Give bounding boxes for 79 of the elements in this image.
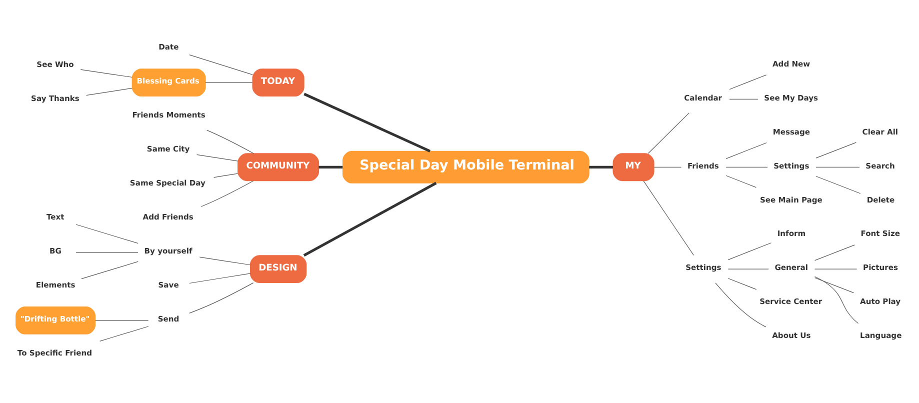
connector [214, 173, 238, 178]
connector [643, 180, 694, 256]
node-text: Add Friends [142, 212, 194, 222]
node-text: Date [158, 42, 179, 52]
node-text: Text [46, 212, 64, 222]
connector [303, 182, 437, 257]
connector [816, 166, 860, 168]
connector [189, 282, 254, 314]
node-box: COMMUNITY [238, 153, 320, 182]
connector [100, 326, 149, 342]
connector [206, 130, 254, 154]
connector [189, 54, 253, 76]
connector [86, 88, 132, 96]
node-text: See My Days [764, 93, 818, 102]
node-text: About Us [772, 331, 811, 340]
node-text: Friends [688, 161, 719, 170]
node-text: Search [866, 161, 895, 170]
node-text: General [774, 263, 808, 272]
node-text: See Main Page [760, 195, 822, 204]
connector [728, 278, 757, 290]
connector [76, 224, 138, 244]
node-text: Settings [774, 161, 810, 170]
connector [728, 268, 769, 270]
connector [76, 252, 138, 253]
node-text: Add New [772, 59, 810, 68]
node-box: MY [612, 153, 654, 182]
connector [200, 180, 254, 207]
node-text: Language [860, 331, 902, 340]
node-box: "Drifting Bottle" [16, 306, 96, 334]
node-box: TODAY [252, 68, 304, 97]
connector [715, 282, 766, 328]
node-text: Pictures [863, 263, 898, 272]
connector [589, 166, 613, 168]
connector [80, 69, 132, 78]
node-text: Save [158, 280, 179, 290]
node-text: Elements [36, 280, 76, 290]
connector [814, 244, 855, 261]
node-text: Calendar [684, 93, 722, 102]
connector [726, 175, 756, 188]
node-text: Same Special Day [130, 178, 206, 188]
node-text: To Specific Friend [17, 348, 92, 358]
connector [648, 112, 690, 154]
connector [726, 166, 768, 168]
node-box: DESIGN [250, 255, 307, 284]
connector [81, 261, 138, 280]
connector [816, 176, 861, 194]
connector [729, 74, 767, 90]
connector [95, 320, 149, 321]
node-text: Font Size [860, 229, 900, 238]
connector [205, 82, 253, 83]
connector [814, 268, 858, 270]
connector [654, 166, 682, 168]
connector [189, 273, 251, 284]
connector [199, 256, 251, 266]
node-text: BG [50, 246, 62, 256]
node-text: Message [772, 127, 810, 136]
node-text: By yourself [144, 246, 192, 256]
node-box: Blessing Cards [132, 68, 206, 97]
node-text: Same City [146, 144, 190, 154]
node-text: See Who [36, 60, 74, 70]
connector [196, 154, 238, 162]
connector [304, 92, 431, 152]
connector [729, 98, 758, 100]
node-text: Auto Play [860, 297, 901, 306]
node-text: Delete [866, 195, 895, 204]
node-text: Say Thanks [31, 94, 80, 104]
node-text: Inform [777, 229, 806, 238]
node-text: Clear All [862, 127, 898, 136]
node-box: Special Day Mobile Terminal [342, 150, 590, 184]
connector [814, 276, 859, 324]
node-text: Settings [686, 263, 722, 272]
connector [726, 142, 767, 159]
connector [814, 277, 854, 294]
connector [816, 142, 856, 158]
node-text: Friends Moments [132, 110, 206, 120]
connector [728, 242, 772, 260]
node-text: Send [158, 314, 180, 324]
connector [318, 166, 343, 168]
node-text: Service Center [760, 297, 822, 306]
